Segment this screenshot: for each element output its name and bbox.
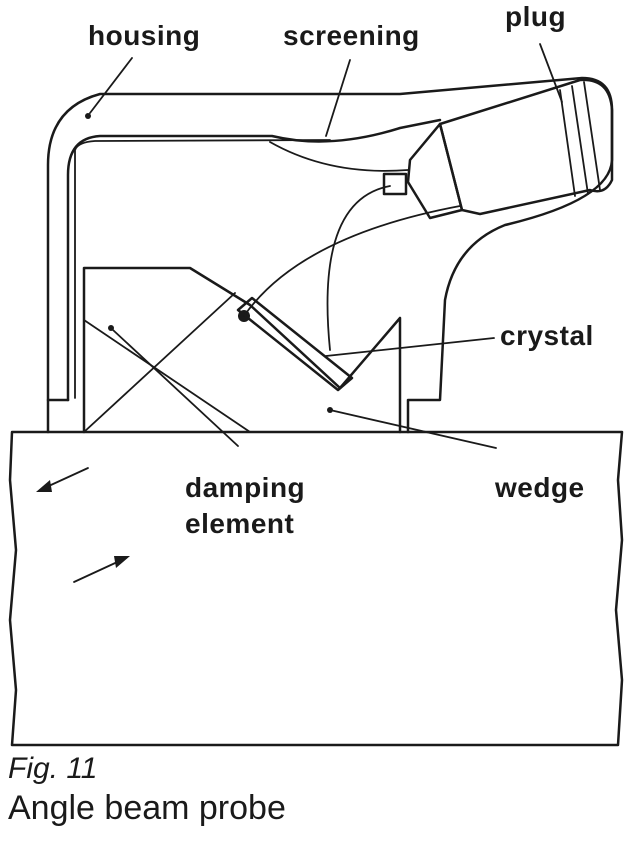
sound-arrow-icon <box>36 467 89 492</box>
figure-title: Angle beam probe <box>8 789 286 827</box>
label-crystal: crystal <box>500 320 594 351</box>
label-element: element <box>185 508 294 539</box>
screening-line <box>74 139 331 399</box>
damping-element <box>82 266 402 434</box>
label-wedge: wedge <box>494 472 585 503</box>
plug <box>382 78 614 220</box>
figure-number: Fig. 11 <box>8 752 98 785</box>
leader-lines <box>85 43 563 449</box>
sound-arrow-icon <box>73 556 130 583</box>
label-damping: damping <box>185 472 305 503</box>
label-screening: screening <box>283 20 420 51</box>
label-housing: housing <box>88 20 200 51</box>
angle-beam-probe-diagram: housing screening plug crystal damping e… <box>8 1 624 747</box>
test-piece <box>8 430 624 747</box>
crystal <box>236 296 354 392</box>
label-plug: plug <box>505 1 566 32</box>
crystal-cables <box>243 141 461 351</box>
